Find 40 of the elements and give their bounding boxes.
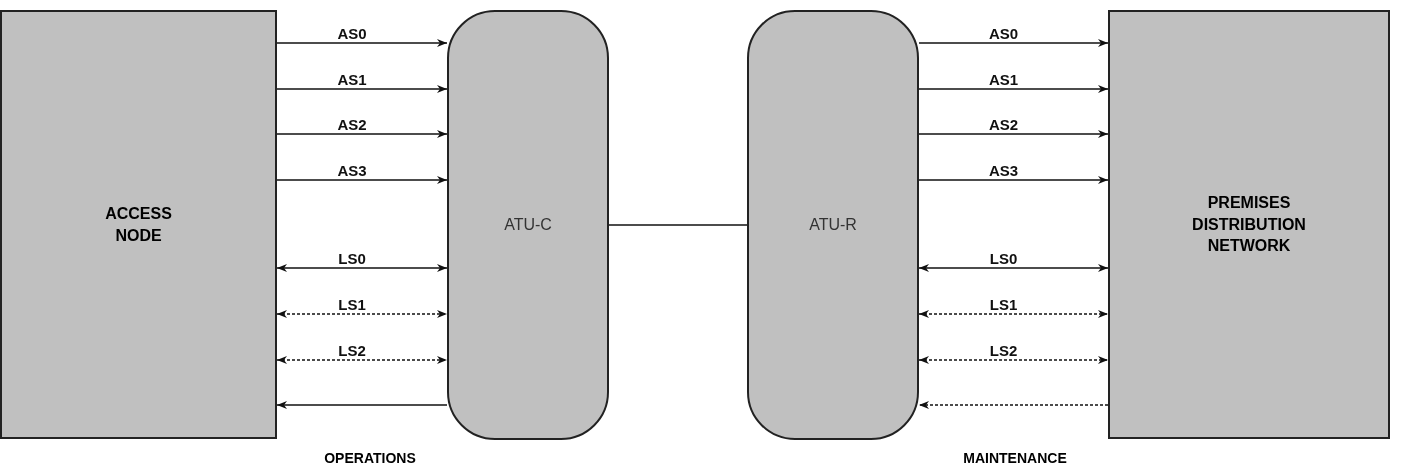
arrow bbox=[918, 401, 1109, 409]
arrow bbox=[276, 176, 448, 184]
modem-unit bbox=[747, 10, 919, 440]
edge-label: AS0 bbox=[335, 26, 369, 41]
edge-label: AS3 bbox=[986, 163, 1021, 178]
arrow bbox=[276, 310, 448, 318]
network-block bbox=[0, 10, 277, 439]
edge-label: AS2 bbox=[335, 117, 369, 132]
node-label: ACCESS NODE bbox=[104, 203, 173, 246]
edge-label: AS1 bbox=[335, 72, 369, 87]
edge-label: AS2 bbox=[986, 117, 1021, 132]
arrow bbox=[918, 85, 1109, 93]
edge-label: AS0 bbox=[986, 26, 1021, 41]
edge-label: LS2 bbox=[987, 343, 1020, 358]
node-label: ATU-C bbox=[504, 215, 552, 236]
arrow bbox=[918, 130, 1109, 138]
arrow bbox=[918, 310, 1109, 318]
node-label: PREMISES DISTRIBUTION NETWORK bbox=[1191, 193, 1307, 257]
arrow bbox=[276, 39, 448, 47]
arrow bbox=[276, 264, 448, 272]
network-block bbox=[1108, 10, 1390, 439]
caption-label: MAINTENANCE bbox=[963, 449, 1067, 468]
arrow bbox=[918, 356, 1109, 364]
edge-label: LS0 bbox=[987, 251, 1020, 266]
arrow bbox=[276, 85, 448, 93]
arrow bbox=[276, 401, 448, 409]
arrow bbox=[918, 39, 1109, 47]
edge-label: LS1 bbox=[987, 297, 1020, 312]
modem-unit bbox=[447, 10, 609, 440]
edge-label: LS2 bbox=[336, 343, 368, 358]
arrow bbox=[276, 130, 448, 138]
arrow bbox=[276, 356, 448, 364]
edge-label: LS0 bbox=[336, 251, 368, 266]
edge-label: AS1 bbox=[986, 72, 1021, 87]
edge-label: AS3 bbox=[335, 163, 369, 178]
arrow bbox=[918, 264, 1109, 272]
arrow bbox=[918, 176, 1109, 184]
caption-label: OPERATIONS bbox=[324, 449, 416, 468]
edge-label: LS1 bbox=[336, 297, 368, 312]
node-label: ATU-R bbox=[809, 215, 857, 236]
